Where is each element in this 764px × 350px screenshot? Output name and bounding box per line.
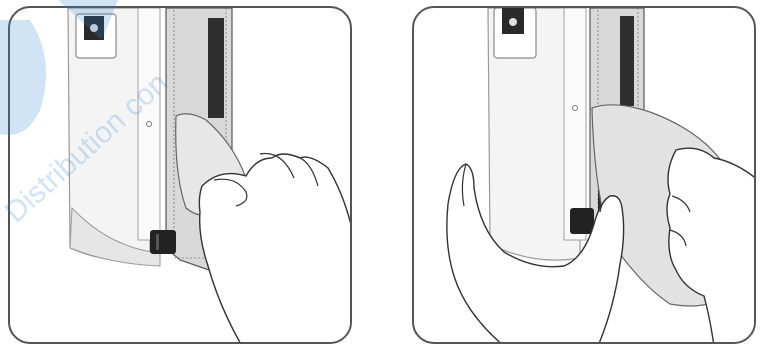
side-strip bbox=[564, 8, 586, 240]
guide-sheet-illustration bbox=[414, 8, 756, 344]
side-strip bbox=[138, 8, 160, 240]
slot-dark-insert bbox=[208, 18, 224, 118]
slot-dark-insert bbox=[620, 16, 634, 106]
roller-icon bbox=[570, 208, 594, 234]
insert-sheet-illustration bbox=[10, 8, 352, 344]
right-hand-icon bbox=[667, 148, 756, 344]
knob-hole-icon bbox=[509, 18, 517, 26]
hand-icon bbox=[199, 154, 352, 344]
roller-icon bbox=[150, 230, 176, 254]
illustration-panel-left bbox=[8, 6, 352, 344]
illustration-panel-right bbox=[412, 6, 756, 344]
knob-hole-icon bbox=[90, 24, 98, 32]
